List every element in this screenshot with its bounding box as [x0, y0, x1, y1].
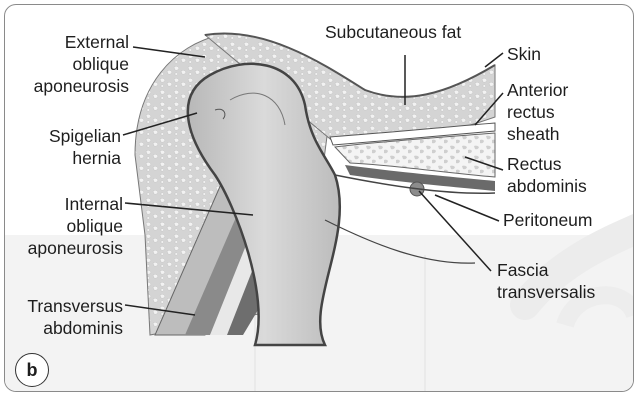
label-fascia-transversalis: Fascia transversalis — [497, 259, 595, 303]
label-skin: Skin — [507, 43, 541, 65]
label-anterior-rectus-sheath: Anterior rectus sheath — [507, 79, 568, 145]
panel-label-badge: b — [15, 353, 49, 387]
label-subcutaneous-fat: Subcutaneous fat — [325, 21, 461, 43]
panel-label-text: b — [27, 360, 38, 381]
label-rectus-abdominis: Rectus abdominis — [507, 153, 587, 197]
label-peritoneum: Peritoneum — [503, 209, 593, 231]
label-spigelian-hernia: Spigelian hernia — [11, 125, 121, 169]
label-transversus-abdominis: Transversus abdominis — [11, 295, 123, 339]
leader-peritoneum — [435, 195, 499, 221]
figure-frame: External oblique aponeurosis Spigelian h… — [4, 4, 634, 392]
label-external-oblique: External oblique aponeurosis — [11, 31, 129, 97]
label-internal-oblique: Internal oblique aponeurosis — [11, 193, 123, 259]
